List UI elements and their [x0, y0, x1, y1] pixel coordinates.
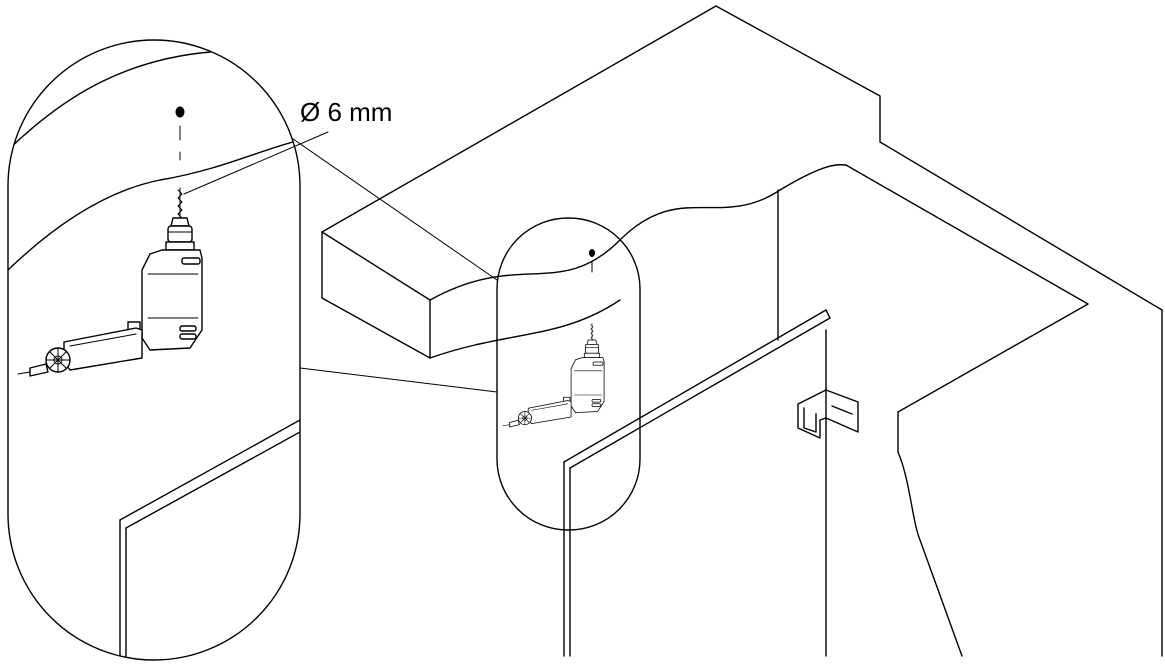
mounting-bracket-icon — [797, 389, 859, 439]
detail-marker-small — [496, 217, 641, 531]
drill-hole-mark-icon — [175, 106, 185, 118]
worktop-front-edge — [321, 231, 431, 359]
cabinet-scene — [321, 5, 1163, 657]
right-panel — [897, 451, 963, 657]
worktop-slab — [321, 5, 1163, 311]
detail-zoom-large — [7, 39, 329, 661]
drill-diameter-label: Ø 6 mm — [300, 97, 392, 127]
dimension-leader — [183, 131, 329, 195]
drill-hole-mark-icon — [589, 249, 595, 257]
